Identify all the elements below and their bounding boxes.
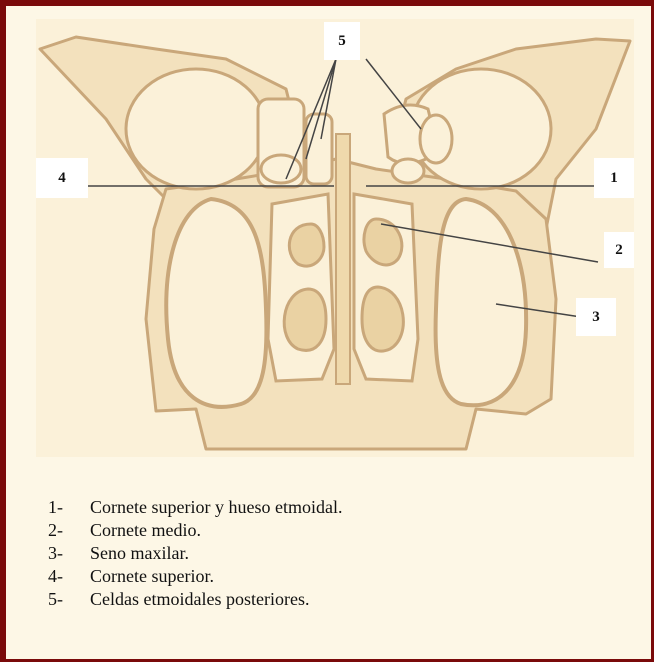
legend-item-number: 3- [48, 542, 90, 565]
ethmoid-cell-left-2 [306, 114, 332, 184]
legend-item-number: 5- [48, 588, 90, 611]
legend-list: 1- Cornete superior y hueso etmoidal. 2-… [48, 496, 342, 611]
left-middle-turbinate [289, 224, 324, 266]
sinus-cross-section-drawing [36, 19, 634, 457]
right-inferior-turbinate [362, 287, 403, 351]
ethmoid-cell-right-2 [392, 159, 424, 183]
nasal-septum [336, 134, 350, 384]
callout-label-2: 2 [604, 232, 634, 268]
legend-item-text: Cornete medio. [90, 519, 201, 542]
legend-item-text: Cornete superior y hueso etmoidal. [90, 496, 342, 519]
callout-label-3: 3 [576, 298, 616, 336]
legend-item: 3- Seno maxilar. [48, 542, 342, 565]
legend-item-number: 4- [48, 565, 90, 588]
left-nasal-cavity [268, 194, 334, 381]
legend-item-number: 1- [48, 496, 90, 519]
legend-item: 1- Cornete superior y hueso etmoidal. [48, 496, 342, 519]
callout-label-1: 1 [594, 158, 634, 198]
legend-item: 2- Cornete medio. [48, 519, 342, 542]
legend-item: 5- Celdas etmoidales posteriores. [48, 588, 342, 611]
callout-label-4: 4 [36, 158, 88, 198]
legend-item: 4- Cornete superior. [48, 565, 342, 588]
callout-label-5: 5 [324, 22, 360, 60]
left-maxillary-sinus [166, 199, 266, 407]
legend-item-text: Cornete superior. [90, 565, 214, 588]
anatomy-illustration [36, 19, 634, 457]
left-orbit [126, 69, 266, 189]
legend-item-text: Seno maxilar. [90, 542, 189, 565]
ethmoid-cell-right-3 [420, 115, 452, 163]
legend-item-text: Celdas etmoidales posteriores. [90, 588, 309, 611]
left-inferior-turbinate [284, 289, 326, 350]
legend-item-number: 2- [48, 519, 90, 542]
